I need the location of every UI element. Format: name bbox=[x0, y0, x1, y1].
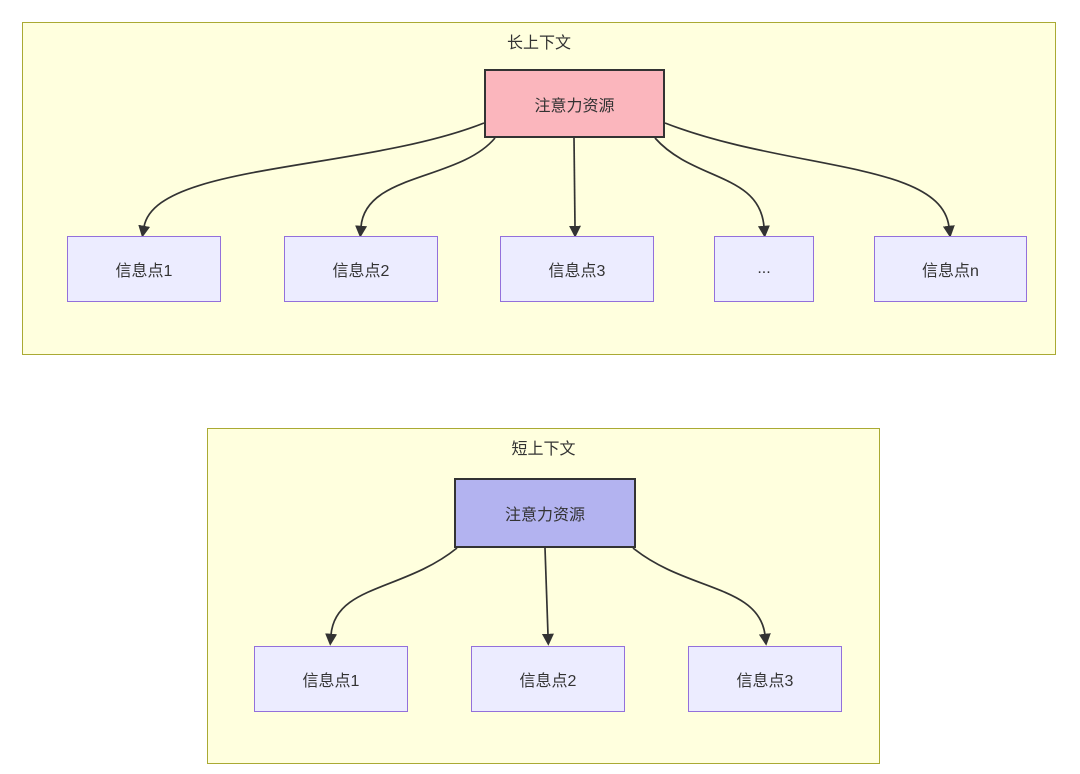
arrow-edge-short-2 bbox=[541, 547, 554, 646]
short-root-node: 注意力资源 bbox=[454, 478, 636, 548]
long-context-title: 长上下文 bbox=[506, 35, 571, 52]
long-root-node: 注意力资源 bbox=[484, 69, 665, 138]
node-label: 信息点n bbox=[922, 263, 979, 280]
short-child-node-1: 信息点1 bbox=[254, 646, 408, 712]
arrow-edge-long-4 bbox=[654, 137, 770, 238]
node-label: 信息点2 bbox=[332, 263, 390, 280]
long-child-node-2: 信息点2 bbox=[284, 236, 438, 302]
long-child-node-3: 信息点3 bbox=[500, 236, 654, 302]
node-label: 信息点3 bbox=[736, 673, 794, 690]
long-child-node-n: 信息点n bbox=[874, 236, 1027, 302]
node-label: 信息点1 bbox=[115, 263, 173, 280]
arrow-edge-short-3 bbox=[632, 547, 771, 646]
node-label: 信息点3 bbox=[548, 263, 606, 280]
long-child-node-1: 信息点1 bbox=[67, 236, 221, 302]
arrow-edge-long-3 bbox=[568, 137, 581, 238]
long-child-node-ellipsis: ... bbox=[714, 236, 814, 302]
arrow-edge-short-1 bbox=[325, 547, 458, 646]
node-label: 注意力资源 bbox=[504, 507, 585, 524]
arrow-edge-long-2 bbox=[355, 137, 496, 238]
short-child-node-3: 信息点3 bbox=[688, 646, 842, 712]
node-label: 信息点2 bbox=[519, 673, 577, 690]
arrow-edge-long-5 bbox=[664, 122, 955, 238]
node-label: ... bbox=[757, 260, 771, 277]
short-context-section: 短上下文 注意力资源 信息点1 信息点2 信息点3 bbox=[207, 428, 880, 764]
node-label: 信息点1 bbox=[302, 673, 360, 690]
short-context-title: 短上下文 bbox=[511, 441, 576, 458]
short-child-node-2: 信息点2 bbox=[471, 646, 625, 712]
node-label: 注意力资源 bbox=[534, 97, 615, 115]
long-context-section: 长上下文 注意力资源 信息点1 信息点2 信息点3 ... bbox=[22, 22, 1056, 355]
arrow-edge-long-1 bbox=[138, 122, 485, 238]
